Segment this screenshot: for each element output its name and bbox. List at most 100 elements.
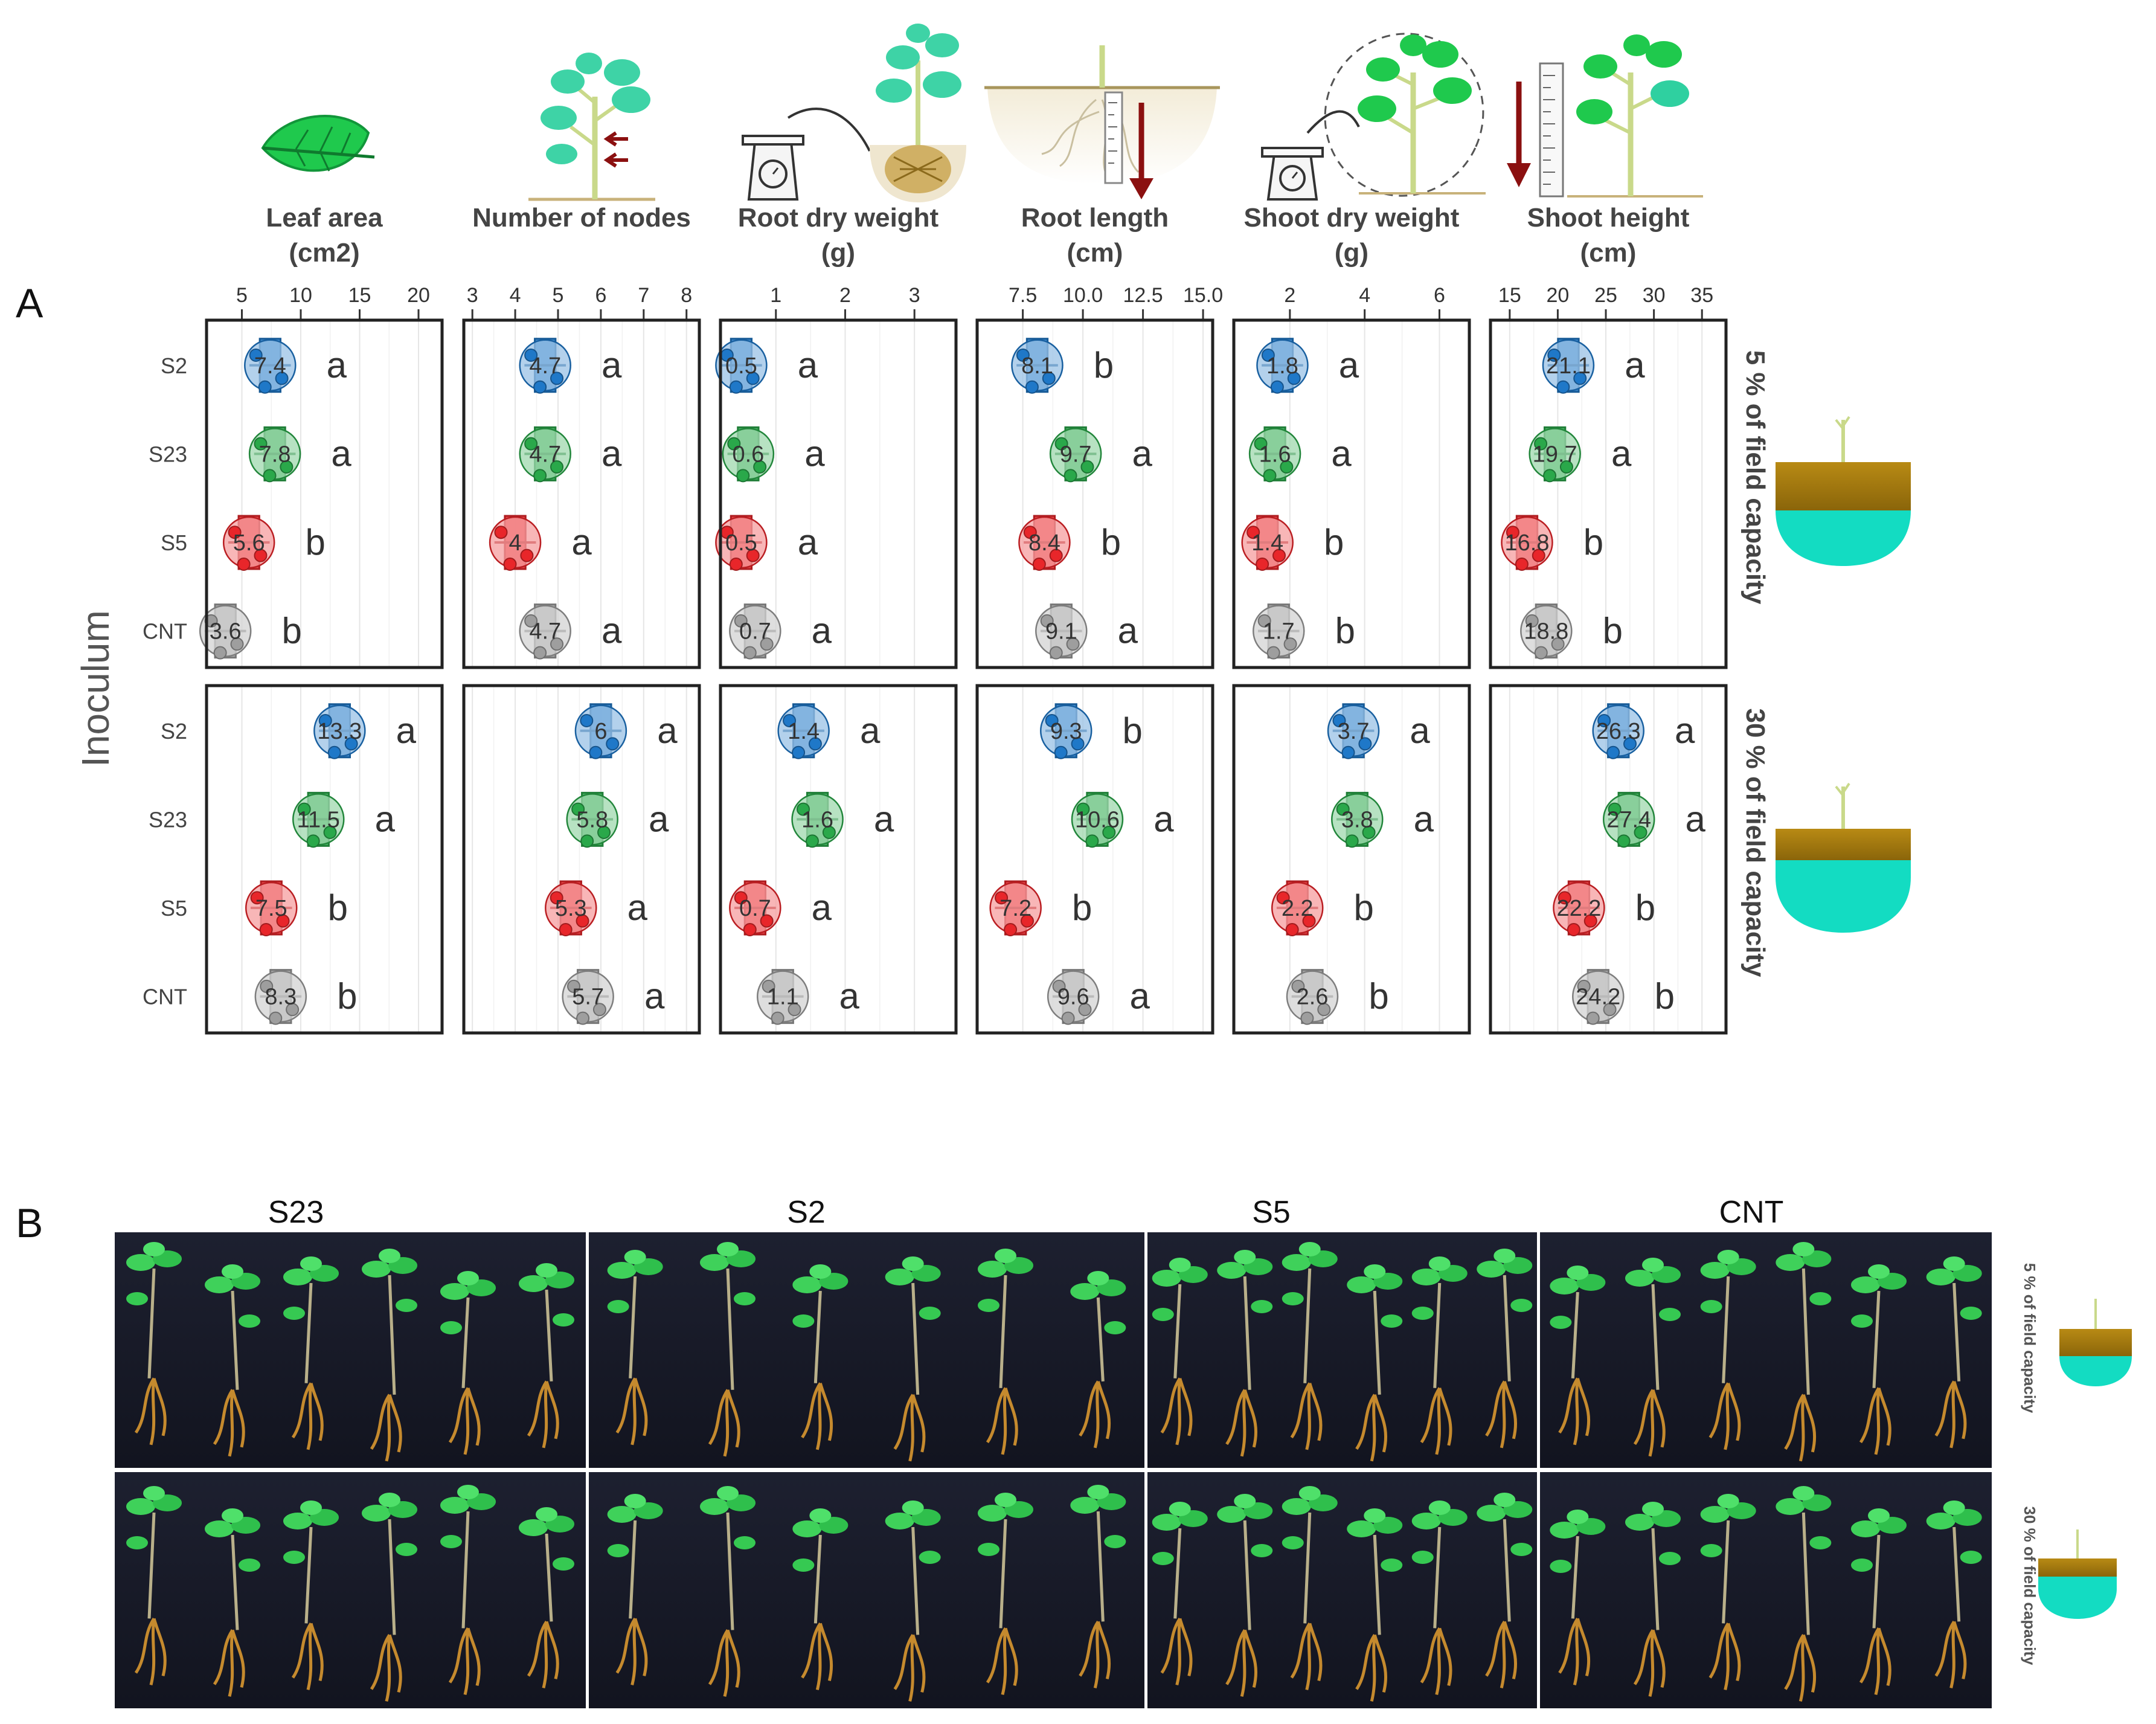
significance-letter: a [602, 611, 622, 651]
axis-tick-label: 20 [407, 284, 430, 307]
mean-value-label: 5.6 [233, 530, 265, 556]
replicate-point [1534, 437, 1548, 451]
replicate-point [1061, 1011, 1075, 1025]
facet-panel-bg [720, 686, 956, 1033]
replicate-point [327, 745, 341, 759]
facet-panel-frame [462, 318, 701, 669]
replicate-point [1032, 558, 1046, 571]
mean-value-label: 6 [594, 719, 607, 744]
replicate-point [1559, 460, 1573, 474]
replicate-point [571, 802, 585, 816]
replicate-point [1270, 380, 1284, 394]
mean-value-label: 0.6 [732, 442, 764, 467]
photo-label-s23: S23 [268, 1195, 324, 1230]
significance-letter: b [1072, 887, 1092, 928]
replicate-point [1634, 825, 1647, 839]
replicate-point [1573, 371, 1587, 385]
significance-letter: a [644, 976, 665, 1017]
facet-title-5-line1: (cm) [1580, 238, 1637, 268]
significance-letter: b [1583, 522, 1603, 562]
mean-value-label: 18.8 [1524, 619, 1568, 645]
replicate-point [524, 437, 538, 451]
facet-panel-frame [205, 318, 444, 669]
significance-letter: a [331, 433, 351, 474]
replicate-point [1525, 614, 1539, 628]
significance-letter: a [1414, 799, 1434, 839]
facet-panel-frame [1489, 684, 1728, 1035]
replicate-point [592, 1003, 606, 1017]
category-label-s23-row0: S23 [149, 442, 187, 466]
mean-value-label: 3.7 [1338, 719, 1370, 744]
plant-photo [1147, 1232, 1537, 1468]
replicate-point [1556, 380, 1570, 394]
replicate-point [254, 548, 268, 562]
replicate-point [1583, 914, 1597, 928]
mean-value-label: 3.8 [1341, 807, 1373, 832]
shoot-scale-icon [1261, 33, 1486, 201]
facet-title-2-line1: (g) [821, 238, 855, 268]
replicate-point [1042, 371, 1056, 385]
significance-letter: a [1129, 976, 1150, 1017]
significance-letter: b [1101, 522, 1121, 562]
mean-value-label: 22.2 [1556, 896, 1601, 921]
replicate-point [1266, 646, 1280, 660]
axis-tick-label: 35 [1690, 284, 1713, 307]
axis-tick-label: 4 [510, 284, 521, 307]
mean-value-label: 3.6 [210, 619, 242, 645]
replicate-point [1004, 923, 1018, 936]
replicate-point [230, 637, 244, 651]
mean-value-label: 1.8 [1266, 353, 1298, 379]
replicate-point [1020, 914, 1034, 928]
axis-tick-label: 8 [681, 284, 692, 307]
replicate-point [1071, 737, 1085, 751]
replicate-point [1064, 469, 1077, 483]
mean-value-label: 11.5 [297, 807, 340, 832]
replicate-point [580, 834, 594, 848]
replicate-point [734, 891, 748, 905]
replicate-point [550, 891, 563, 905]
replicate-point [783, 713, 797, 727]
replicate-point [1597, 713, 1611, 727]
facet-panel-frame [1232, 318, 1471, 669]
replicate-point [1603, 1003, 1617, 1017]
axis-tick-label: 5 [236, 284, 248, 307]
replicate-point [1283, 637, 1297, 651]
replicate-point [269, 1011, 283, 1025]
photo-label-s2: S2 [787, 1195, 826, 1230]
panel-label-a: A [16, 280, 43, 326]
axis-tick-label: 2 [839, 284, 851, 307]
panel-label-b: B [16, 1200, 43, 1246]
replicate-point [1551, 637, 1565, 651]
replicate-point [1362, 825, 1376, 839]
facet-panel-frame [1489, 318, 1728, 669]
axis-tick-label: 30 [1643, 284, 1666, 307]
replicate-point [1532, 548, 1545, 562]
mean-value-label: 1.6 [801, 807, 833, 832]
replicate-point [1341, 745, 1355, 759]
facet-title-1-line0: Number of nodes [472, 203, 691, 233]
significance-letter: b [1094, 345, 1114, 385]
category-label-s2-row1: S2 [161, 719, 187, 744]
replicate-point [743, 646, 757, 660]
replicate-point [1045, 713, 1059, 727]
axis-tick-label: 6 [595, 284, 606, 307]
facet-title-4-line0: Shoot dry weight [1244, 203, 1460, 233]
replicate-point [260, 979, 274, 993]
replicate-point [494, 526, 508, 539]
